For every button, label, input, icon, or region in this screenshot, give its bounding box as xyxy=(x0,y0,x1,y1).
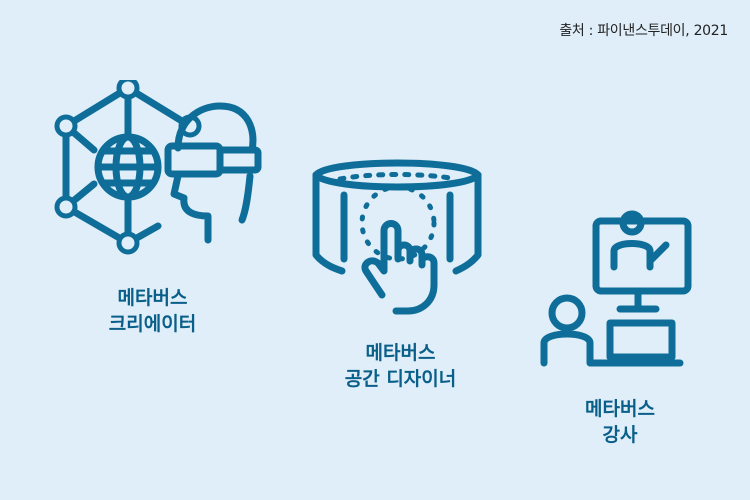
item-label-creator: 메타버스 크리에이터 xyxy=(80,285,225,337)
item-title: 메타버스 xyxy=(585,398,655,420)
item-label-space-designer: 메타버스 공간 디자이너 xyxy=(308,340,493,392)
network-vr-headset-icon xyxy=(50,76,265,259)
item-subtitle: 크리에이터 xyxy=(108,313,197,335)
immersive-screen-touch-icon xyxy=(310,155,485,324)
item-title: 메타버스 xyxy=(365,342,436,364)
online-teaching-icon xyxy=(540,205,695,374)
item-label-instructor: 메타버스 강사 xyxy=(555,396,685,448)
item-title: 메타버스 xyxy=(117,287,188,309)
source-caption: 출처 : 파이낸스투데이, 2021 xyxy=(559,23,728,39)
item-subtitle: 공간 디자이너 xyxy=(344,368,457,390)
item-subtitle: 강사 xyxy=(602,424,638,446)
